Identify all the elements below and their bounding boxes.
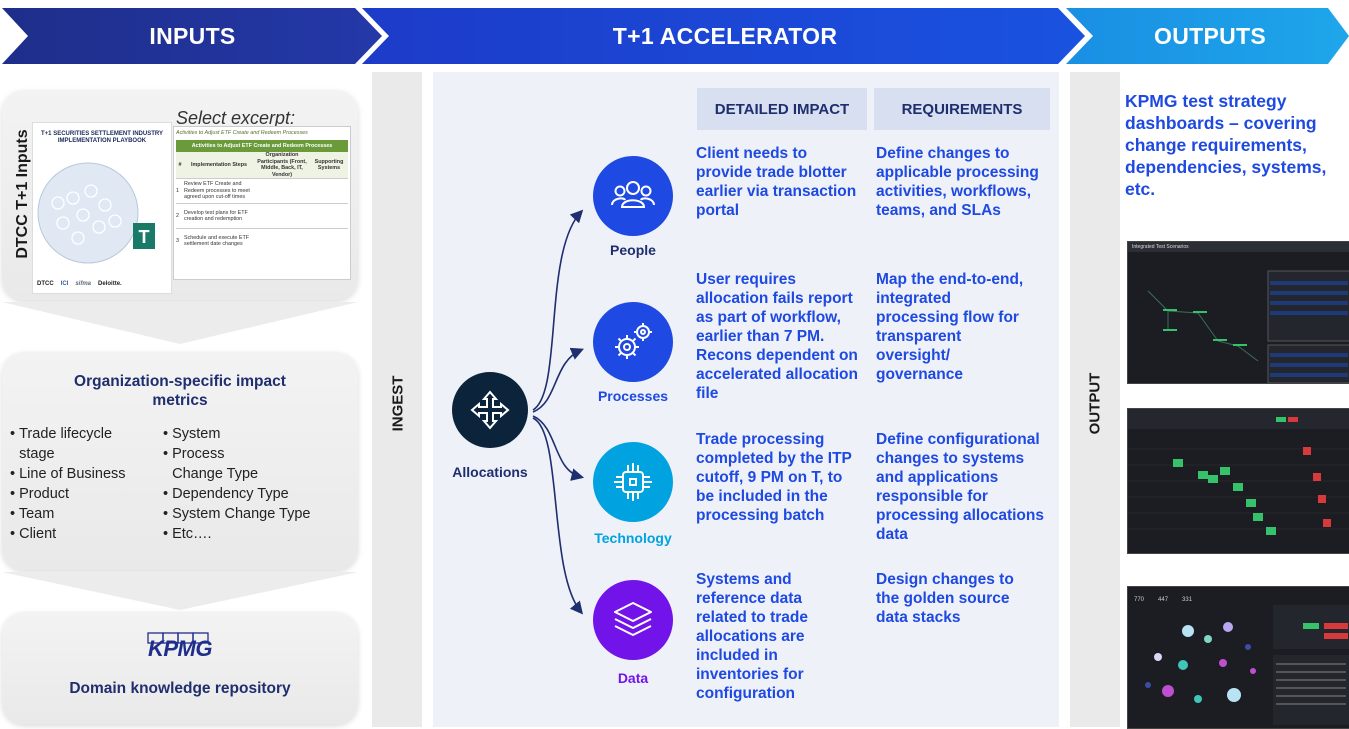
list-item: • Product — [10, 486, 70, 502]
dtcc-logo: DTCC — [37, 281, 54, 287]
globe-graphic: T — [37, 162, 155, 264]
excerpt-table-header: Activities to Adjust ETF Create and Rede… — [176, 139, 348, 152]
dashboard-screenshot-2 — [1127, 408, 1349, 554]
playbook-cover: T+1 SECURITIES SETTLEMENT INDUSTRY IMPLE… — [32, 122, 172, 294]
excerpt-table-caption: Activities to Adjust ETF Create and Rede… — [176, 130, 308, 136]
dashboard-1-graphic — [1147, 270, 1349, 383]
technology-label: Technology — [594, 530, 672, 546]
requirement-processes: Map the end-to-end, integrated processin… — [876, 271, 1024, 383]
kpmg-card — [2, 612, 358, 724]
detailed-impact-header: DETAILED IMPACT — [697, 88, 867, 130]
col-number: # — [178, 161, 182, 168]
dashboard-screenshot-3: 770 447 331 — [1127, 586, 1349, 729]
processes-label: Processes — [597, 388, 669, 404]
svg-text:T: T — [139, 227, 150, 247]
dashboard-3-graphic — [1145, 605, 1349, 725]
list-item: • Process Change Type — [163, 446, 259, 482]
dashboard-1-title: Integrated Test Scenarios — [1128, 242, 1349, 252]
impact-people: Client needs to provide trade blotter ea… — [696, 145, 857, 219]
dtcc-inputs-vertical-label: DTCC T+1 Inputs — [14, 129, 31, 259]
impact-metrics-title: Organization-specific impact metrics — [74, 373, 286, 409]
output-label: OUTPUT — [1086, 372, 1104, 435]
people-icon — [611, 181, 655, 208]
layers-icon — [614, 602, 652, 636]
dashboard-screenshot-1: Integrated Test Scenarios — [1127, 241, 1349, 384]
dashboard-3-kpis: 770 447 331 — [1134, 597, 1192, 603]
gears-icon — [615, 323, 652, 359]
list-item: • Line of Business — [10, 466, 126, 482]
dashboard-2-graphic — [1128, 409, 1349, 535]
requirements-header: REQUIREMENTS — [874, 88, 1050, 130]
allocations-label: Allocations — [452, 464, 528, 480]
kpmg-repository-label: Domain knowledge repository — [69, 680, 291, 697]
outputs-header: OUTPUTS — [1154, 22, 1266, 49]
technology-circle — [593, 442, 673, 522]
excerpt-label: Select excerpt: — [176, 108, 296, 128]
impact-metrics-card — [2, 352, 358, 570]
impact-processes: User requires allocation fails report as… — [696, 271, 858, 402]
allocations-circle — [452, 372, 528, 448]
kpmg-logo: KPMG — [140, 632, 220, 660]
header-chevrons — [2, 8, 1349, 64]
ici-logo: ICI — [60, 281, 69, 287]
deloitte-logo: Deloitte. — [98, 281, 122, 287]
data-label: Data — [617, 670, 649, 686]
kpi-value: 770 — [1134, 597, 1145, 603]
inputs-header: INPUTS — [149, 22, 236, 49]
outputs-title: KPMG test strategy dashboards – covering… — [1125, 91, 1327, 199]
col-systems: Supporting Systems — [314, 158, 344, 172]
arrows-move-icon — [470, 390, 510, 430]
sifma-logo: sifma — [75, 281, 92, 287]
accelerator-header: T+1 ACCELERATOR — [612, 22, 838, 49]
accelerator-panel — [433, 72, 1059, 727]
processes-circle — [593, 302, 673, 382]
impact-data: Systems and reference data related to tr… — [696, 571, 808, 702]
list-item: • System Change Type — [163, 506, 311, 522]
col-participants: Organization Participants (Front, Middle… — [257, 152, 307, 178]
list-item: • Trade lifecycle stage — [10, 426, 113, 462]
requirement-data: Design changes to the golden source data… — [876, 571, 1014, 626]
list-item: • Client — [10, 526, 57, 542]
list-item: • System — [163, 426, 221, 442]
down-arrow-2 — [2, 572, 358, 610]
metrics-left-list: • Trade lifecycle stage • Line of Busine… — [10, 424, 160, 544]
list-item: • Dependency Type — [163, 486, 289, 502]
list-item: • Etc…. — [163, 526, 212, 542]
kpi-value: 331 — [1182, 597, 1193, 603]
impact-technology: Trade processing completed by the ITP cu… — [696, 431, 852, 524]
people-circle — [593, 156, 673, 236]
metrics-right-list: • System • Process Change Type • Depende… — [163, 424, 353, 544]
down-arrow-1 — [2, 302, 358, 344]
kpmg-logo-boxes — [147, 632, 209, 644]
data-circle — [593, 580, 673, 660]
output-bar — [1070, 72, 1120, 727]
kpmg-logo-text: KPMG — [148, 636, 213, 661]
list-item: • Team — [10, 506, 55, 522]
requirement-technology: Define configurational changes to system… — [876, 431, 1044, 543]
playbook-title: T+1 SECURITIES SETTLEMENT INDUSTRY IMPLE… — [41, 131, 163, 144]
requirement-people: Define changes to applicable processing … — [876, 145, 1039, 219]
people-label: People — [610, 242, 656, 258]
kpi-value: 447 — [1158, 597, 1169, 603]
col-steps: Implementation Steps — [190, 161, 247, 168]
connector-arrows — [532, 209, 585, 615]
excerpt-table: Activities to Adjust ETF Create and Rede… — [173, 126, 351, 280]
ingest-label: INGEST — [389, 375, 407, 432]
chip-icon — [614, 463, 652, 501]
ingest-bar — [372, 72, 422, 727]
